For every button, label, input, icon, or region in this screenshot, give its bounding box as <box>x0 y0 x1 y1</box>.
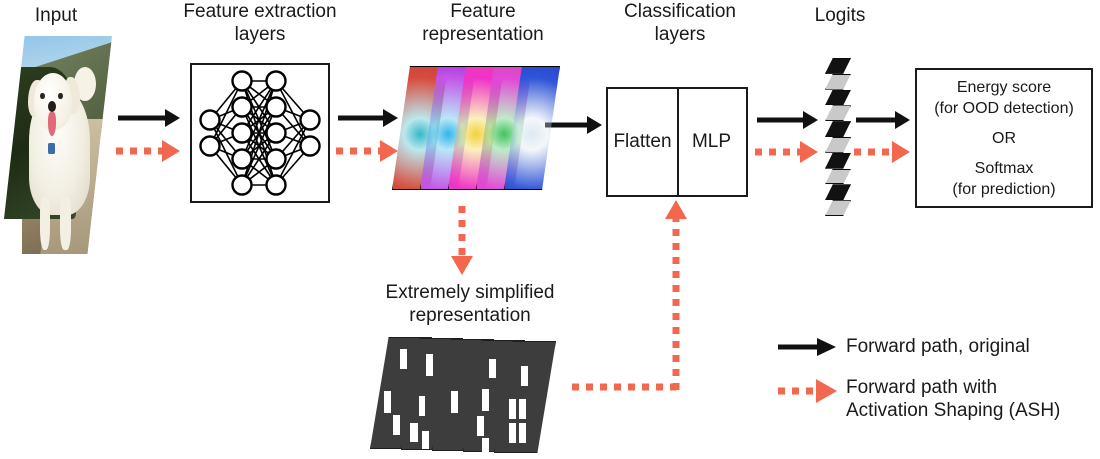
output-line-or: OR <box>992 129 1016 147</box>
nn-node-l2-3 <box>265 148 287 170</box>
simplified-map-2-spot-1 <box>426 354 433 377</box>
arrow-fe-to-fr-red-head <box>380 140 398 162</box>
simplified-map-4-spot-4 <box>482 437 489 452</box>
label-feature-representation: Feature representation <box>422 1 544 45</box>
nn-node-l2-4 <box>265 174 287 196</box>
simplified-map-4-spot-2 <box>482 389 490 412</box>
simplified-map-5-spot-5 <box>519 423 526 444</box>
nn-node-l2-2 <box>265 122 287 144</box>
simplified-map-3-spot-1 <box>451 390 459 413</box>
legend: Forward path, original Forward path with… <box>772 322 1100 432</box>
arrow-fr-to-clf-black-head <box>587 116 602 134</box>
arrow-logits-to-out-black-head <box>895 111 910 129</box>
legend-label-forward-original: Forward path, original <box>846 336 1030 357</box>
simplified-map-5-spot-4 <box>509 423 516 444</box>
photo-dog-leg-left <box>40 197 51 250</box>
label-simplified-representation: Extremely simplified representation <box>385 282 555 326</box>
nn-node-l0-0 <box>199 109 221 131</box>
arrow-fe-to-fr-black-head <box>383 109 398 127</box>
photo-dog-eye-right <box>58 92 63 100</box>
photo-dog-leg-right <box>60 197 71 250</box>
photo-dog-nose <box>48 101 56 113</box>
arrow-logits-to-out-red-head <box>892 141 910 163</box>
simplified-map-1-spot-2 <box>384 390 392 413</box>
arrow-clf-to-logits-red-head <box>800 141 818 163</box>
arrow-clf-to-logits-black-head <box>803 111 818 129</box>
nn-node-l1-0 <box>231 70 253 92</box>
photo-dog-tail <box>73 66 97 102</box>
nn-edge <box>209 80 243 147</box>
arrow-ash-return-vertical-head <box>665 200 687 219</box>
photo-dog-eye-left <box>40 92 45 100</box>
nn-node-l3-1 <box>299 135 321 157</box>
mlp-cell-label: MLP <box>691 131 732 152</box>
nn-edge <box>241 106 277 186</box>
simplified-representation-stack <box>370 337 570 455</box>
label-feature-extraction: Feature extraction layers <box>183 1 337 45</box>
classification-box: Flatten MLP <box>606 87 748 197</box>
legend-arrows <box>778 338 837 403</box>
label-input: Input <box>34 5 78 26</box>
simplified-map-5-spot-1 <box>521 366 528 386</box>
photo-dog-collar-tag <box>48 142 55 154</box>
output-line-energy: Energy score <box>956 78 1052 96</box>
nn-node-l0-1 <box>199 135 221 157</box>
simplified-map-1-spot-1 <box>399 349 407 369</box>
simplified-map-2-spot-2 <box>418 396 426 416</box>
simplified-map-2-spot-4 <box>422 431 429 449</box>
photo-dog-tongue <box>48 112 56 137</box>
logits-bar <box>825 58 851 216</box>
arrow-input-to-fe-black-head <box>165 109 180 127</box>
feature-representation-stack <box>392 66 572 206</box>
simplified-map-2-spot-3 <box>410 422 418 443</box>
feature-extraction-box <box>190 63 330 203</box>
nn-node-l2-1 <box>265 96 287 118</box>
simplified-map-1-spot-3 <box>392 415 400 435</box>
legend-dotted-head <box>816 379 837 403</box>
simplified-map-5-spot-3 <box>519 399 526 419</box>
legend-solid-head <box>817 338 836 356</box>
arrow-fr-to-simplified-red-head <box>451 256 473 275</box>
legend-label-forward-ash: Forward path with Activation Shaping (AS… <box>846 377 1061 421</box>
output-line-prediction: (for prediction) <box>952 180 1056 198</box>
output-line-ood: (for OOD detection) <box>934 99 1074 117</box>
simplified-map-4-spot-3 <box>477 415 485 436</box>
classification-box-divider <box>677 89 679 195</box>
simplified-map-5-spot-2 <box>509 399 516 419</box>
nn-node-l3-0 <box>299 109 321 131</box>
nn-node-l1-4 <box>231 174 253 196</box>
nn-edge <box>275 119 311 186</box>
nn-node-l1-1 <box>231 96 253 118</box>
nn-node-l2-0 <box>265 70 287 92</box>
label-classification: Classification layers <box>624 1 736 45</box>
nn-node-l1-3 <box>231 148 253 170</box>
arrow-input-to-fe-red-head <box>162 140 180 162</box>
output-box: Energy score (for OOD detection) OR Soft… <box>915 68 1093 208</box>
output-line-softmax: Softmax <box>974 159 1034 177</box>
nn-edge <box>241 80 277 160</box>
simplified-map-4-spot-1 <box>489 358 496 379</box>
neural-network-graphic <box>199 70 321 196</box>
nn-node-l1-2 <box>231 122 253 144</box>
flatten-cell-label: Flatten <box>613 131 672 152</box>
label-logits: Logits <box>814 5 866 26</box>
